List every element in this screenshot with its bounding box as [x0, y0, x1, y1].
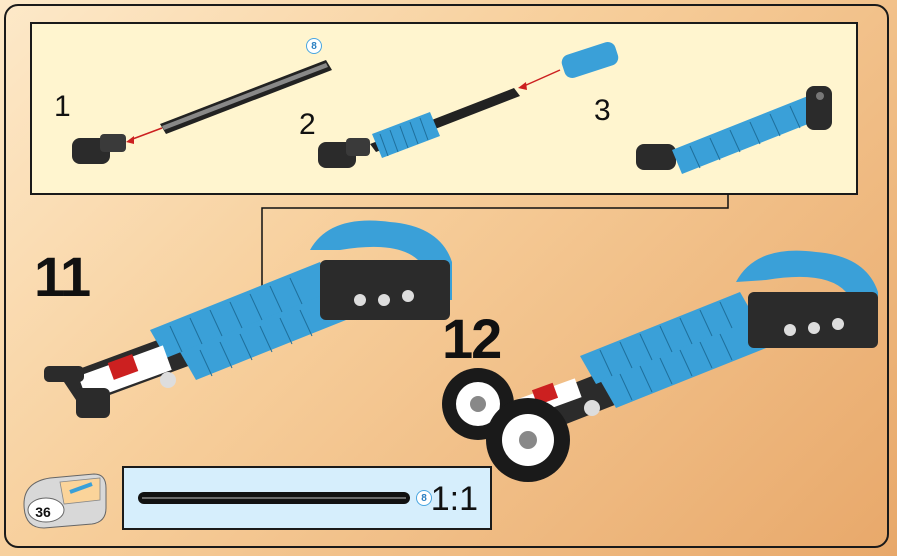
parts-list-box: 8 1:1 — [122, 466, 492, 530]
connector-piece-1 — [72, 134, 126, 164]
wheel-front — [486, 398, 570, 482]
spring-piece-2 — [372, 112, 440, 158]
step-number-12: 12 — [442, 306, 500, 371]
page-number: 36 — [26, 500, 60, 524]
step-number-11: 11 — [34, 244, 89, 309]
parts-axle-length-badge: 8 — [416, 490, 432, 506]
scale-label: 1:1 — [431, 480, 478, 519]
axle-piece — [160, 60, 332, 134]
arrow-head-2 — [518, 82, 527, 90]
shock-assembly-3 — [636, 86, 832, 174]
step-12-assembly — [442, 251, 878, 482]
arrow-head-1 — [126, 136, 134, 144]
spring-piece-loose — [560, 40, 621, 80]
assembly-arrow-1 — [130, 128, 162, 140]
assembly-arrow-2 — [524, 70, 560, 86]
axle-1to1-illustration — [138, 488, 438, 508]
step-11-assembly — [44, 221, 452, 418]
connector-piece-2 — [318, 138, 370, 168]
